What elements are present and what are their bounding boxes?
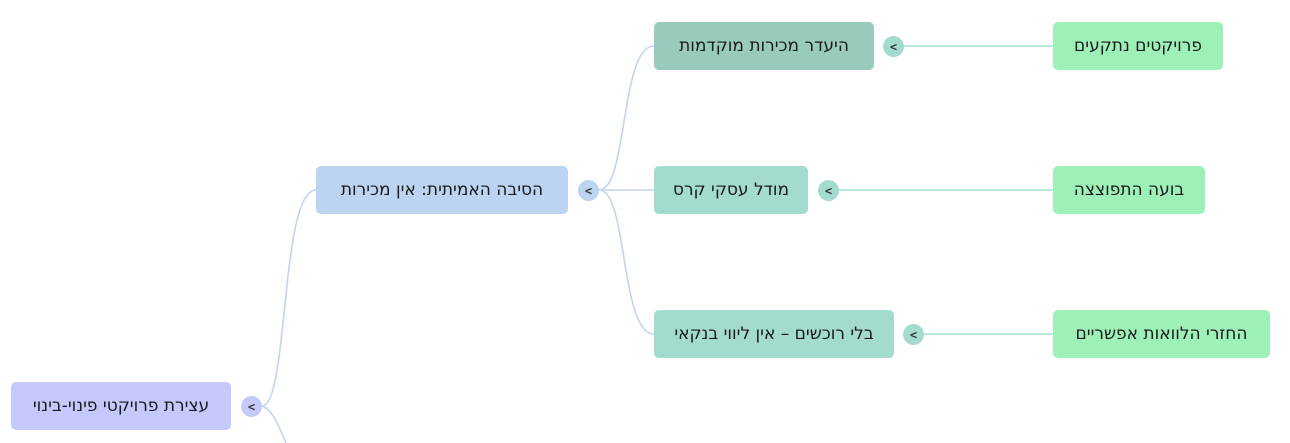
chevron-left-icon: < (889, 39, 898, 54)
node-model-label: מודל עסקי קרס (672, 180, 790, 200)
collapse-toggle-root[interactable]: < (241, 396, 262, 417)
node-business-model-collapsed[interactable]: מודל עסקי קרס (654, 166, 808, 214)
edge-cause-to-presales (598, 45, 655, 191)
edge-root-to-cause (261, 189, 317, 407)
node-possible-loan-repayments[interactable]: החזרי הלוואות אפשריים (1053, 310, 1270, 358)
node-stuck-label: פרויקטים נתקעים (1074, 36, 1202, 56)
node-root-project-halt[interactable]: עצירת פרויקטי פינוי-בינוי (11, 382, 231, 430)
node-no-buyers-no-bank[interactable]: בלי רוכשים – אין ליווי בנקאי (654, 310, 894, 358)
collapse-toggle-presales[interactable]: < (883, 36, 904, 57)
collapse-toggle-buyers[interactable]: < (903, 324, 924, 345)
node-bubble-label: בועה התפוצצה (1073, 180, 1185, 200)
node-loans-label: החזרי הלוואות אפשריים (1075, 324, 1248, 344)
chevron-left-icon: < (909, 327, 918, 342)
edge-cause-to-buyers (598, 189, 655, 335)
node-no-presales[interactable]: היעדר מכירות מוקדמות (654, 22, 874, 70)
node-cause-label: הסיבה האמיתית: אין מכירות (340, 180, 544, 200)
node-root-label: עצירת פרויקטי פינוי-בינוי (32, 396, 210, 416)
node-bubble-burst[interactable]: בועה התפוצצה (1053, 166, 1205, 214)
chevron-left-icon: < (247, 399, 256, 414)
collapse-toggle-model[interactable]: < (818, 180, 839, 201)
chevron-left-icon: < (584, 183, 593, 198)
collapse-toggle-cause[interactable]: < (578, 180, 599, 201)
node-presales-label: היעדר מכירות מוקדמות (679, 36, 849, 56)
edge-root-to-offscreen (261, 405, 287, 443)
node-real-cause-no-sales[interactable]: הסיבה האמיתית: אין מכירות (316, 166, 568, 214)
node-projects-stuck[interactable]: פרויקטים נתקעים (1053, 22, 1223, 70)
node-buyers-label: בלי רוכשים – אין ליווי בנקאי (674, 324, 874, 344)
chevron-left-icon: < (824, 183, 833, 198)
